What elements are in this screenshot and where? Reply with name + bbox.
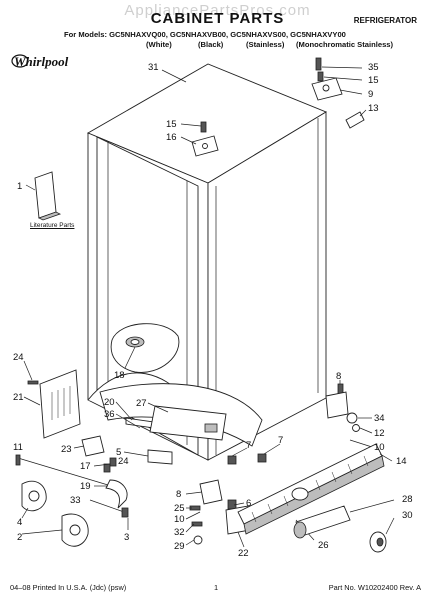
literature-parts — [34, 171, 62, 221]
callout-6: 6 — [246, 498, 251, 509]
callout-27: 27 — [136, 398, 147, 409]
callout-10-lower: 10 — [174, 514, 185, 525]
lower-center-parts — [99, 383, 281, 465]
callout-2: 2 — [17, 532, 22, 543]
drain-pan — [110, 323, 180, 373]
toe-grille — [237, 443, 393, 541]
callout-15: 15 — [368, 75, 379, 86]
callout-11: 11 — [13, 442, 23, 453]
callout-31: 31 — [148, 62, 159, 73]
callout-7: 7 — [246, 440, 251, 451]
callout-16: 16 — [166, 132, 177, 143]
roller-parts — [293, 499, 395, 553]
literature-parts-label: Literature Parts — [30, 222, 75, 229]
variant-stainless: (Stainless) — [246, 40, 285, 49]
variant-monochromatic: (Monochromatic Stainless) — [296, 40, 394, 49]
callout-10: 10 — [374, 442, 385, 453]
callout-21: 21 — [13, 392, 24, 403]
callout-5: 5 — [116, 447, 121, 458]
callout-18: 18 — [114, 370, 125, 381]
callout-32: 32 — [174, 527, 185, 538]
callout-28: 28 — [402, 494, 413, 505]
callout-24: 24 — [13, 352, 24, 363]
callout-25: 25 — [174, 503, 185, 514]
callout-24-lower: 24 — [118, 456, 129, 467]
doc-type: REFRIGERATOR — [353, 16, 417, 25]
callout-8-lower: 8 — [176, 489, 181, 500]
callout-8: 8 — [336, 371, 341, 382]
page-title: CABINET PARTS — [150, 10, 285, 27]
whirlpool-logo-icon: Whirlpool — [11, 54, 69, 69]
footer-print-info: 04–08 Printed In U.S.A. (Jdc) (psw) — [10, 583, 127, 592]
callout-35: 35 — [368, 62, 379, 73]
callout-1: 1 — [17, 181, 22, 192]
callout-36: 36 — [104, 409, 115, 420]
callout-26: 26 — [318, 540, 329, 551]
callout-3: 3 — [124, 532, 129, 543]
callout-13: 13 — [368, 103, 379, 114]
callout-29: 29 — [174, 541, 185, 552]
callout-33: 33 — [70, 495, 81, 506]
callout-4: 4 — [17, 517, 22, 528]
watermark: AppliancePartsPros.com — [124, 2, 311, 19]
callout-14: 14 — [396, 456, 407, 467]
callout-15-center: 15 — [166, 119, 177, 130]
compressor-cover — [23, 360, 81, 439]
variant-white: (White) — [146, 40, 172, 49]
callout-17: 17 — [80, 461, 91, 472]
brand-logo: Whirlpool — [10, 52, 70, 70]
left-lower-parts — [15, 435, 129, 547]
callout-34: 34 — [374, 413, 385, 424]
footer-page-number: 1 — [214, 583, 219, 592]
models-line: For Models: GC5NHAXVQ00, GC5NHAXVB00, GC… — [64, 30, 346, 39]
callout-20: 20 — [104, 397, 115, 408]
center-hinge — [180, 121, 219, 157]
callout-7-right: 7 — [278, 435, 283, 446]
callout-12: 12 — [374, 428, 385, 439]
variant-black: (Black) — [198, 40, 224, 49]
footer-part-number: Part No. W10202400 Rev. A — [328, 583, 421, 592]
top-hinge-assembly — [311, 57, 367, 129]
right-bottom-parts — [325, 380, 373, 448]
callout-9: 9 — [368, 89, 373, 100]
cabinet-shell — [86, 63, 328, 461]
callout-22: 22 — [238, 548, 249, 559]
callout-23: 23 — [61, 444, 72, 455]
callout-30: 30 — [402, 510, 413, 521]
logo-text: Whirlpool — [14, 54, 69, 69]
callout-19: 19 — [80, 481, 91, 492]
